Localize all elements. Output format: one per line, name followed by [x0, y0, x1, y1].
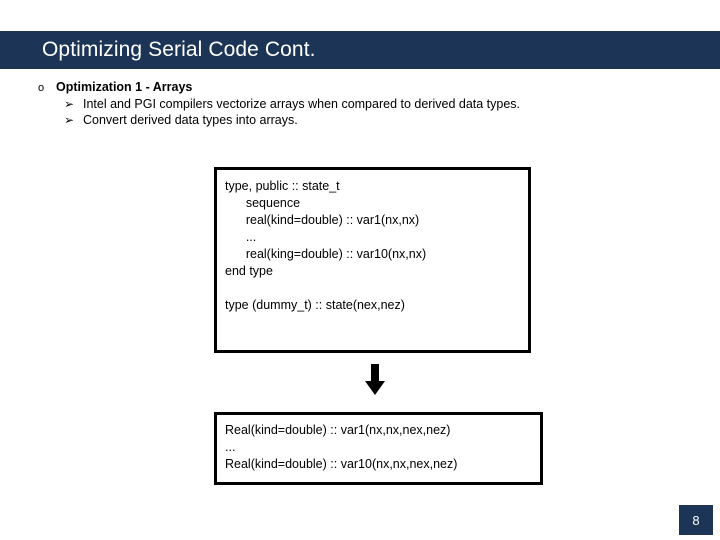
arrowhead-bullet-icon: ➢: [64, 97, 75, 111]
code-line: sequence: [225, 196, 301, 210]
bullet-list: o Optimization 1 - Arrays ➢ Intel and PG…: [0, 80, 720, 129]
list-item: ➢ Intel and PGI compilers vectorize arra…: [64, 97, 720, 111]
down-block-arrow-icon: [364, 364, 386, 396]
arrowhead-bullet-icon: ➢: [64, 113, 75, 127]
code-line: Real(kind=double) :: var10(nx,nx,nex,nez…: [225, 457, 458, 471]
page-number-badge: 8: [679, 505, 713, 535]
slide-title-bar: Optimizing Serial Code Cont.: [0, 31, 720, 69]
list-item: o Optimization 1 - Arrays: [38, 80, 720, 94]
page-title: Optimizing Serial Code Cont.: [42, 38, 316, 61]
list-item-label: Convert derived data types into arrays.: [83, 113, 298, 127]
list-item-label: Optimization 1 - Arrays: [56, 80, 193, 94]
code-line: ...: [225, 230, 257, 244]
code-line: type (dummy_t) :: state(nex,nez): [225, 298, 405, 312]
code-line: ...: [225, 440, 236, 454]
code-block-before: type, public :: state_t sequence real(ki…: [214, 167, 531, 353]
code-line-blank: [225, 280, 528, 297]
code-line: type, public :: state_t: [225, 179, 340, 193]
circle-bullet-icon: o: [38, 82, 45, 94]
code-line: end type: [225, 264, 273, 278]
list-item-label: Intel and PGI compilers vectorize arrays…: [83, 97, 521, 111]
code-line: real(kind=double) :: var1(nx,nx): [225, 213, 420, 227]
code-line: Real(kind=double) :: var1(nx,nx,nex,nez): [225, 423, 451, 437]
code-line: real(king=double) :: var10(nx,nx): [225, 247, 427, 261]
list-item: ➢ Convert derived data types into arrays…: [64, 113, 720, 127]
code-block-after: Real(kind=double) :: var1(nx,nx,nex,nez)…: [214, 412, 543, 485]
